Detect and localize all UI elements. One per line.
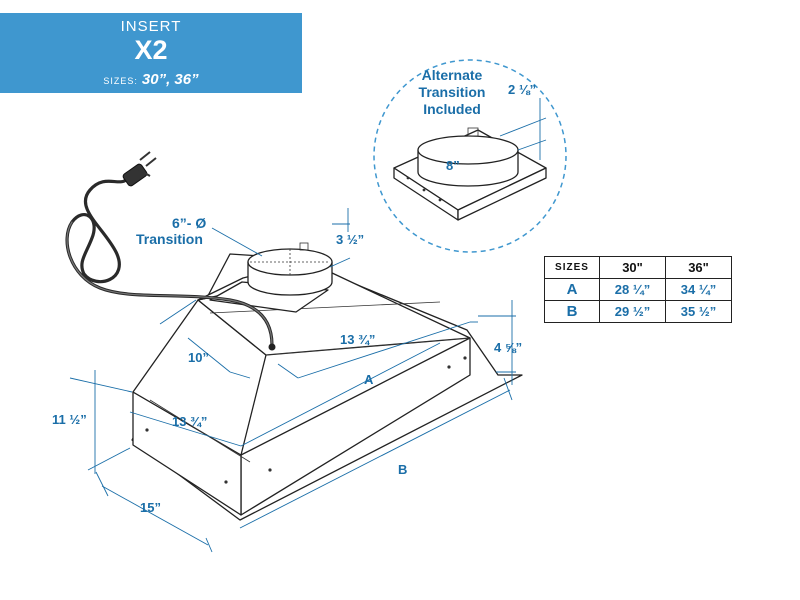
transition-label-line2: Transition	[136, 231, 203, 247]
size-cell: 34 ¼”	[665, 278, 732, 301]
model-name: X2	[134, 35, 168, 65]
sizes-value: 30”, 36”	[141, 71, 199, 88]
model-header: INSERT X2 SIZES:30”, 36”	[0, 13, 302, 93]
size-table-header: SIZES 30" 36"	[544, 256, 732, 279]
header-kicker: INSERT	[120, 18, 182, 35]
callout-title-line1: Alternate	[422, 67, 483, 83]
callout-circle	[373, 59, 567, 253]
sizes-line: SIZES:30”, 36”	[0, 71, 302, 88]
size-row-a: A 28 ¼” 34 ¼”	[544, 278, 732, 301]
dim-bottom-depth: 15”	[140, 500, 161, 515]
dim-collar-height: 3 ½”	[336, 232, 364, 247]
size-row-b: B 29 ½” 35 ½”	[544, 300, 732, 323]
size-cell: 29 ½”	[599, 300, 666, 323]
size-cell: 28 ¼”	[599, 278, 666, 301]
dim-top-depth: 10”	[188, 350, 209, 365]
dim-side-height: 4 ⅝”	[494, 340, 522, 355]
size-row-label: A	[544, 278, 600, 301]
sizes-label: SIZES:	[103, 76, 138, 86]
transition-label-line1: 6”- Ø	[172, 215, 206, 231]
power-cord	[65, 151, 276, 351]
dim-width-b: B	[398, 462, 407, 477]
dim-total-height: 11 ½”	[52, 412, 87, 427]
size-row-label: B	[544, 300, 600, 323]
size-table-corner: SIZES	[544, 256, 600, 279]
dim-top-length: 13 ¾”	[340, 332, 375, 347]
size-table: SIZES 30" 36" A 28 ¼” 34 ¼” B 29 ½” 35 ½…	[544, 256, 732, 323]
plug-icon	[122, 151, 157, 187]
callout-title-line3: Included	[423, 101, 481, 117]
dimension-lines	[69, 208, 516, 553]
size-col-30: 30"	[599, 256, 666, 279]
alternate-transition-callout: Alternate Transition Included 8” 2 ⅛”	[373, 59, 567, 253]
alt-duct-diameter: 8”	[446, 158, 460, 173]
alt-collar-opening	[417, 135, 519, 165]
callout-title-line2: Transition	[419, 84, 486, 100]
dim-front-length: 13 ¾”	[172, 414, 207, 429]
size-col-36: 36"	[665, 256, 732, 279]
dim-width-a: A	[364, 372, 374, 387]
size-cell: 35 ½”	[665, 300, 732, 323]
alt-collar-height: 2 ⅛”	[508, 82, 536, 97]
hood-body	[131, 242, 523, 521]
